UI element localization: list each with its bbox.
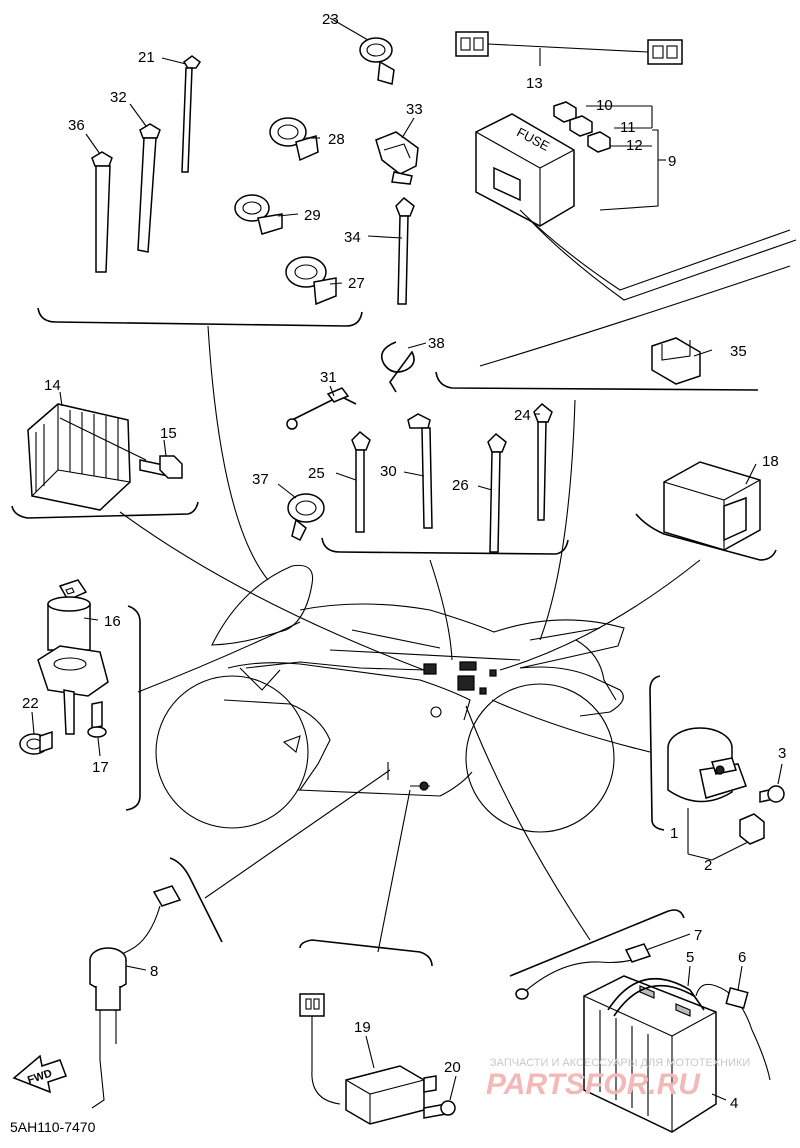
callout-11: 11 bbox=[620, 119, 636, 136]
clamp-27 bbox=[285, 256, 337, 306]
cable-tie-25 bbox=[351, 430, 371, 533]
catalog-code: 5AH110-7470 bbox=[10, 1119, 96, 1135]
callout-28: 28 bbox=[328, 131, 345, 148]
clamp-29 bbox=[234, 194, 283, 235]
relay-18 bbox=[663, 461, 761, 551]
motorcycle-silhouette bbox=[155, 564, 625, 833]
grommet-37 bbox=[287, 493, 325, 542]
callout-31: 31 bbox=[320, 369, 337, 386]
lead-wire-31 bbox=[286, 387, 357, 430]
leader-lines bbox=[119, 325, 701, 953]
callout-19: 19 bbox=[354, 1019, 371, 1036]
callout-8: 8 bbox=[150, 963, 158, 980]
callout-35: 35 bbox=[730, 343, 747, 360]
cover-2 bbox=[687, 808, 765, 861]
watermark: ЗАПЧАСТИ И АКСЕССУАРЫ ДЛЯ МОТОТЕХНИКИ PA… bbox=[486, 1057, 750, 1101]
callout-14: 14 bbox=[44, 377, 61, 394]
cable-tie-34 bbox=[395, 196, 415, 305]
cable-tie-21 bbox=[181, 55, 202, 173]
cable-tie-24 bbox=[533, 402, 553, 521]
callout-3: 3 bbox=[778, 745, 786, 762]
callout-leaders bbox=[31, 17, 783, 1101]
callout-33: 33 bbox=[406, 101, 423, 118]
callout-9: 9 bbox=[668, 153, 676, 170]
callout-29: 29 bbox=[304, 207, 321, 224]
callout-25: 25 bbox=[308, 465, 325, 482]
callout-36: 36 bbox=[68, 117, 85, 134]
callout-34: 34 bbox=[344, 229, 361, 246]
callout-13: 13 bbox=[526, 75, 543, 92]
cable-tie-30 bbox=[407, 413, 433, 529]
cable-tie-32 bbox=[137, 123, 161, 253]
callout-17: 17 bbox=[92, 759, 109, 776]
callout-7: 7 bbox=[694, 927, 702, 944]
cable-tie-36 bbox=[91, 151, 113, 273]
callout-20: 20 bbox=[444, 1059, 461, 1076]
clamp-28 bbox=[269, 117, 319, 162]
watermark-tagline: ЗАПЧАСТИ И АКСЕССУАРЫ ДЛЯ МОТОТЕХНИКИ bbox=[490, 1057, 750, 1069]
callout-21: 21 bbox=[138, 49, 155, 66]
callout-37: 37 bbox=[252, 471, 269, 488]
clip-38 bbox=[380, 341, 415, 393]
battery-lead-7 bbox=[515, 943, 652, 1000]
bolt-15 bbox=[139, 455, 183, 479]
screw-20 bbox=[423, 1100, 456, 1119]
clamp-22 bbox=[19, 730, 53, 755]
callout-10: 10 bbox=[596, 97, 613, 114]
callout-numbers: 21 32 36 23 28 29 27 33 34 13 10 11 12 9… bbox=[22, 11, 786, 1112]
watermark-site: PARTSFOR.RU bbox=[486, 1068, 701, 1101]
callout-32: 32 bbox=[110, 89, 127, 106]
connector-13 bbox=[455, 31, 683, 66]
fuses-10-11-12 bbox=[553, 101, 611, 153]
rectifier-14 bbox=[27, 403, 131, 511]
callout-6: 6 bbox=[738, 949, 746, 966]
callout-4: 4 bbox=[730, 1095, 738, 1112]
starter-relay-1 bbox=[667, 727, 747, 803]
screw-17 bbox=[87, 701, 107, 738]
battery-band-5 bbox=[607, 977, 705, 1017]
callout-22: 22 bbox=[22, 695, 39, 712]
sensor-19 bbox=[299, 993, 437, 1125]
callout-18: 18 bbox=[762, 453, 779, 470]
callout-38: 38 bbox=[428, 335, 445, 352]
cable-tie-26 bbox=[487, 432, 507, 553]
bolt-3 bbox=[759, 785, 785, 803]
callout-12: 12 bbox=[626, 137, 643, 154]
callout-5: 5 bbox=[686, 949, 694, 966]
callout-26: 26 bbox=[452, 477, 469, 494]
callout-2: 2 bbox=[704, 857, 712, 874]
group-brackets bbox=[11, 307, 777, 977]
callout-24: 24 bbox=[514, 407, 531, 424]
main-switch-16 bbox=[37, 579, 109, 735]
neutral-switch-8 bbox=[89, 885, 182, 1109]
callout-1: 1 bbox=[670, 825, 678, 842]
callout-27: 27 bbox=[348, 275, 365, 292]
callout-23: 23 bbox=[322, 11, 339, 28]
callout-16: 16 bbox=[104, 613, 121, 630]
callout-30: 30 bbox=[380, 463, 397, 480]
callout-15: 15 bbox=[160, 425, 177, 442]
clamp-23 bbox=[359, 37, 395, 85]
breather-hose-6 bbox=[695, 983, 771, 1081]
clamp-33 bbox=[375, 131, 419, 185]
holder-35 bbox=[651, 337, 701, 385]
fwd-arrow-icon: FWD bbox=[12, 1054, 67, 1094]
battery-4 bbox=[583, 975, 717, 1133]
